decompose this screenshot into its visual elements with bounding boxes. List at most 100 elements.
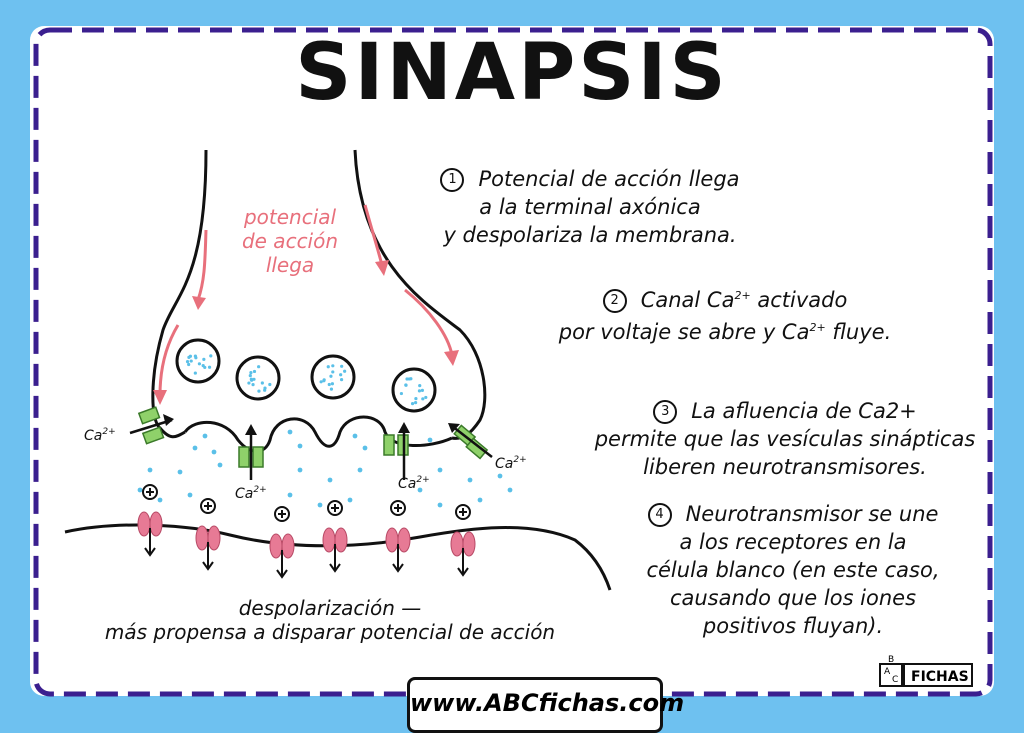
- neurotransmitter-dot: [414, 401, 418, 405]
- receptor: [195, 498, 221, 571]
- neurotransmitter-dot: [414, 396, 418, 401]
- neurotransmitter-dot: [297, 443, 303, 449]
- neurotransmitter-dot: [339, 378, 344, 382]
- neurotransmitter-dot: [421, 397, 425, 401]
- neurotransmitter-dot: [209, 354, 213, 358]
- neurotransmitter-dot: [197, 362, 202, 366]
- ca-label-1: Ca2+: [84, 427, 116, 444]
- ca-label-3: Ca2+: [398, 475, 430, 492]
- neurotransmitter-dot: [467, 477, 473, 483]
- page-title: SINAPSIS: [295, 28, 729, 118]
- neurotransmitter-dot: [322, 378, 326, 382]
- neurotransmitter-dot: [339, 373, 343, 377]
- presynaptic-membrane: [183, 415, 453, 453]
- neurotransmitter-dot: [340, 364, 344, 368]
- neurotransmitter-dot: [437, 467, 443, 473]
- neurotransmitter-dot: [260, 381, 264, 385]
- neurotransmitter-dot: [257, 365, 261, 369]
- neurotransmitter-dot: [357, 467, 363, 473]
- vesicle-neurotransmitters: [185, 354, 428, 406]
- neurotransmitter-dot: [327, 382, 331, 387]
- neurotransmitter-dot: [217, 462, 223, 468]
- calcium-channels: [137, 406, 489, 468]
- neurotransmitter-dot: [187, 492, 193, 498]
- arrow-ap-right-bottom: [404, 288, 454, 356]
- neurotransmitter-dot: [251, 383, 255, 387]
- neurotransmitter-dot: [187, 355, 191, 359]
- neurotransmitter-dot: [193, 354, 197, 358]
- ca-label-2: Ca2+: [235, 485, 267, 502]
- svg-text:A: A: [884, 667, 891, 677]
- neurotransmitter-dot: [202, 357, 206, 361]
- receptors: [137, 484, 476, 579]
- calcium-labels: Ca2+ Ca2+ Ca2+ Ca2+: [84, 427, 527, 502]
- neurotransmitter-dot: [417, 389, 422, 393]
- step-number: 1: [440, 168, 465, 192]
- neurotransmitter-dot: [287, 492, 293, 498]
- neurotransmitter-dot: [193, 371, 197, 375]
- axon-terminal-left-wall: [151, 149, 208, 439]
- neurotransmitter-dot: [192, 445, 198, 451]
- neurotransmitter-dot: [287, 429, 293, 435]
- action-potential-label: potencial de acción llega: [241, 205, 339, 277]
- neurotransmitter-dot: [247, 381, 251, 385]
- svg-text:C: C: [892, 675, 898, 685]
- neurotransmitter-dot: [177, 469, 183, 475]
- svg-text:B: B: [888, 655, 894, 665]
- neurotransmitter-dot: [317, 502, 323, 508]
- neurotransmitter-dot: [329, 374, 333, 378]
- neurotransmitter-dot: [362, 445, 368, 451]
- axon-terminal-right-wall: [353, 149, 487, 440]
- receptor: [269, 506, 295, 579]
- step-number: 2: [602, 289, 627, 313]
- neurotransmitter-dot: [326, 365, 330, 369]
- neurotransmitter-dot: [327, 477, 333, 483]
- neurotransmitter-dot: [329, 387, 334, 391]
- neurotransmitter-dot: [185, 360, 190, 364]
- neurotransmitter-dot: [252, 377, 256, 381]
- neurotransmitter-dot: [477, 497, 483, 503]
- receptor: [385, 500, 411, 573]
- neurotransmitter-dot: [248, 374, 252, 378]
- neurotransmitter-dot: [409, 377, 413, 381]
- receptor: [450, 504, 476, 577]
- neurotransmitter-dot: [507, 487, 513, 493]
- abcfichas-logo: A C B FICHAS: [879, 655, 973, 687]
- depolarization-caption: despolarización — más propensa a dispara…: [104, 596, 556, 644]
- neurotransmitter-dot: [252, 369, 257, 374]
- svg-text:FICHAS: FICHAS: [911, 669, 969, 685]
- neurotransmitter-dot: [249, 371, 253, 375]
- neurotransmitter-dot: [157, 497, 163, 503]
- neurotransmitter-dot: [331, 364, 335, 368]
- neurotransmitter-dot: [418, 384, 422, 388]
- neurotransmitter-dot: [330, 382, 334, 386]
- cleft-neurotransmitters: [137, 429, 513, 508]
- neurotransmitter-dot: [319, 380, 323, 384]
- neurotransmitter-dot: [404, 383, 408, 387]
- neurotransmitter-dot: [249, 377, 253, 381]
- vesicles: [175, 338, 437, 413]
- step-number: 3: [653, 400, 678, 424]
- neurotransmitter-dot: [203, 365, 207, 370]
- neurotransmitter-dot: [497, 473, 503, 479]
- neurotransmitter-dot: [427, 437, 433, 443]
- neurotransmitter-dot: [410, 402, 415, 406]
- neurotransmitter-dot: [420, 388, 424, 392]
- arrow-ap-left-top: [196, 229, 208, 301]
- neurotransmitter-dot: [405, 377, 409, 381]
- website-url[interactable]: www.ABCfichas.com: [407, 677, 684, 733]
- neurotransmitter-dot: [137, 487, 143, 493]
- neurotransmitter-dot: [417, 487, 423, 493]
- arrow-ap-right-top: [363, 204, 384, 266]
- neurotransmitter-dot: [257, 389, 261, 393]
- neurotransmitter-dot: [347, 497, 353, 503]
- neurotransmitter-dot: [189, 359, 193, 363]
- neurotransmitter-dot: [187, 362, 191, 367]
- calcium-arrows: [129, 418, 493, 480]
- receptor: [322, 500, 348, 573]
